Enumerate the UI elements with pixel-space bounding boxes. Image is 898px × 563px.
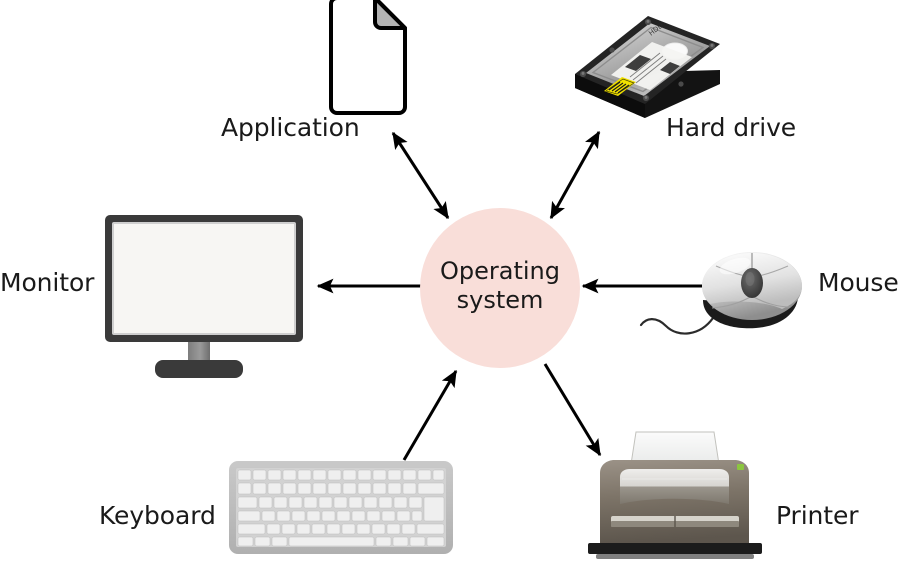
monitor-icon[interactable] <box>105 215 303 378</box>
label-monitor: Monitor <box>0 268 95 297</box>
arrow-os-application <box>391 131 450 220</box>
os-label-line1: Operating <box>440 257 560 285</box>
arrow-keyboard-os <box>402 369 458 461</box>
label-application: Application <box>221 113 360 142</box>
document-icon[interactable] <box>329 0 407 115</box>
mouse-icon[interactable] <box>639 252 802 335</box>
operating-system-node[interactable] <box>420 208 580 368</box>
operating-system-label: Operating system <box>425 257 575 316</box>
hard-drive-icon[interactable]: HDD <box>575 16 720 118</box>
arrow-os-hard-drive <box>549 130 601 220</box>
label-keyboard: Keyboard <box>99 501 216 530</box>
label-hard-drive: Hard drive <box>666 113 797 142</box>
printer-icon[interactable] <box>588 431 762 559</box>
label-mouse: Mouse <box>818 268 898 297</box>
arrow-os-printer <box>543 363 602 457</box>
keyboard-icon[interactable] <box>229 461 453 554</box>
os-label-line2: system <box>456 286 544 315</box>
connector-arrows <box>316 130 703 461</box>
label-printer: Printer <box>776 501 859 530</box>
